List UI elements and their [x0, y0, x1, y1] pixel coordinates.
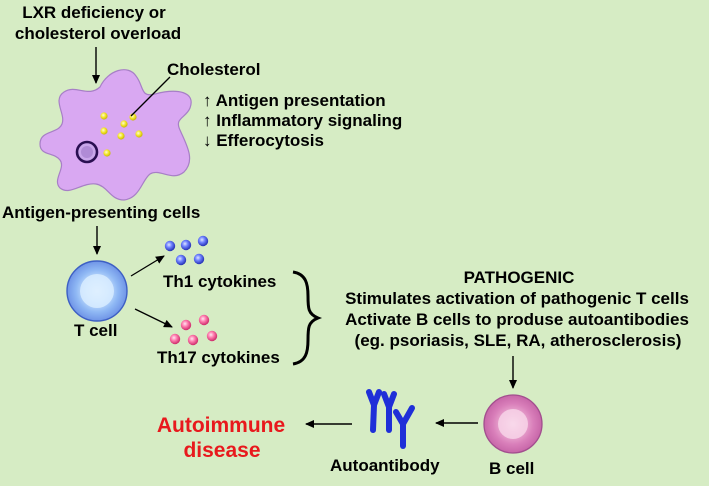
- cholesterol-pointer: [130, 76, 171, 117]
- cholesterol-droplet: [103, 149, 111, 157]
- th1-label: Th1 cytokines: [163, 272, 276, 291]
- autoantibody-label: Autoantibody: [330, 456, 440, 475]
- antibody-icon: [393, 405, 415, 449]
- th1-cytokine: [193, 253, 205, 265]
- cholesterol-droplet: [135, 130, 143, 138]
- outcome-line-2: disease: [183, 439, 260, 462]
- b-cell-label: B cell: [489, 459, 534, 478]
- pathogenic-line-3: (eg. psoriasis, SLE, RA, atherosclerosis…: [355, 331, 682, 350]
- effect-inflammatory-signaling: ↑ Inflammatory signaling: [203, 111, 402, 130]
- cholesterol-droplet: [100, 127, 108, 135]
- cholesterol-droplet: [100, 112, 108, 120]
- th17-cytokine: [180, 319, 192, 331]
- th1-cytokine: [180, 239, 192, 251]
- effect-efferocytosis: ↓ Efferocytosis: [203, 131, 324, 150]
- trigger-line-2: cholesterol overload: [15, 24, 181, 43]
- macrophage-cell: [39, 69, 192, 201]
- cholesterol-droplet: [117, 132, 125, 140]
- th17-label: Th17 cytokines: [157, 348, 280, 367]
- th1-cytokine: [175, 254, 187, 266]
- arrow-tcell-to-th1: [130, 255, 165, 277]
- th1-cytokine: [197, 235, 209, 247]
- outcome-line-1: Autoimmune: [157, 414, 285, 437]
- th17-cytokine: [187, 334, 199, 346]
- th1-cytokine: [164, 240, 176, 252]
- th17-cytokine: [169, 333, 181, 345]
- th17-cytokine: [198, 314, 210, 326]
- cholesterol-droplet: [120, 120, 128, 128]
- macrophage-nucleus-core: [81, 146, 93, 158]
- cholesterol-label: Cholesterol: [167, 60, 261, 79]
- pathogenic-line-2: Activate B cells to produse autoantibodi…: [345, 310, 689, 329]
- arrow-tcell-to-th17: [134, 308, 173, 328]
- b-cell-nucleus: [498, 409, 528, 439]
- apc-label: Antigen-presenting cells: [2, 203, 200, 222]
- pathogenic-line-1: Stimulates activation of pathogenic T ce…: [345, 289, 689, 308]
- antibody-icon: [366, 389, 382, 433]
- grouping-brace: [292, 270, 323, 366]
- th17-cytokine: [206, 330, 218, 342]
- t-cell-nucleus: [80, 274, 114, 308]
- t-cell-label: T cell: [74, 321, 117, 340]
- pathogenic-title: PATHOGENIC: [464, 268, 575, 287]
- antibody-icon: [381, 391, 397, 433]
- effect-antigen-presentation: ↑ Antigen presentation: [203, 91, 386, 110]
- trigger-line-1: LXR deficiency or: [22, 3, 166, 22]
- autoantibody-group: [366, 389, 415, 449]
